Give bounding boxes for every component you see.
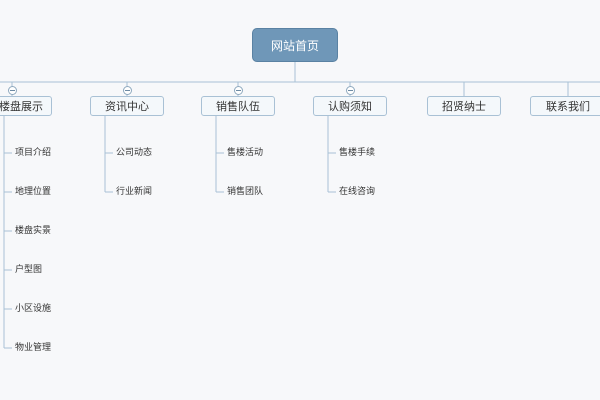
category-node[interactable]: 资讯中心 <box>90 96 164 116</box>
collapse-toggle-icon[interactable] <box>345 86 355 95</box>
category-node[interactable]: 联系我们 <box>530 96 600 116</box>
collapse-toggle-icon[interactable] <box>233 86 243 95</box>
category-node-label: 资讯中心 <box>105 100 149 113</box>
leaf-node[interactable]: 楼盘实景 <box>15 226 52 236</box>
category-node-label: 楼盘展示 <box>0 100 43 113</box>
leaf-node[interactable]: 售楼手续 <box>339 148 376 158</box>
category-node[interactable]: 招贤纳士 <box>427 96 501 116</box>
root-node-label: 网站首页 <box>270 38 319 53</box>
collapse-toggle-icon[interactable] <box>122 86 132 95</box>
leaf-node[interactable]: 项目介绍 <box>15 148 52 158</box>
leaf-node[interactable]: 公司动态 <box>116 148 153 158</box>
category-node[interactable]: 销售队伍 <box>201 96 275 116</box>
leaf-node[interactable]: 地理位置 <box>15 187 52 197</box>
leaf-node[interactable]: 户型图 <box>15 265 43 275</box>
leaf-node[interactable]: 物业管理 <box>15 343 52 353</box>
category-node-label: 销售队伍 <box>216 100 260 113</box>
category-node[interactable]: 楼盘展示 <box>0 96 52 116</box>
leaf-node[interactable]: 销售团队 <box>227 187 264 197</box>
collapse-toggle-icon[interactable] <box>7 86 17 95</box>
root-node[interactable]: 网站首页 <box>252 28 338 62</box>
category-node-label: 联系我们 <box>546 100 590 113</box>
category-node-label: 招贤纳士 <box>442 100 486 113</box>
leaf-node[interactable]: 在线咨询 <box>339 187 376 197</box>
leaf-node[interactable]: 行业新闻 <box>116 187 153 197</box>
category-node[interactable]: 认购须知 <box>313 96 387 116</box>
category-node-label: 认购须知 <box>328 100 372 113</box>
leaf-node[interactable]: 售楼活动 <box>227 148 264 158</box>
leaf-node[interactable]: 小区设施 <box>15 304 52 314</box>
